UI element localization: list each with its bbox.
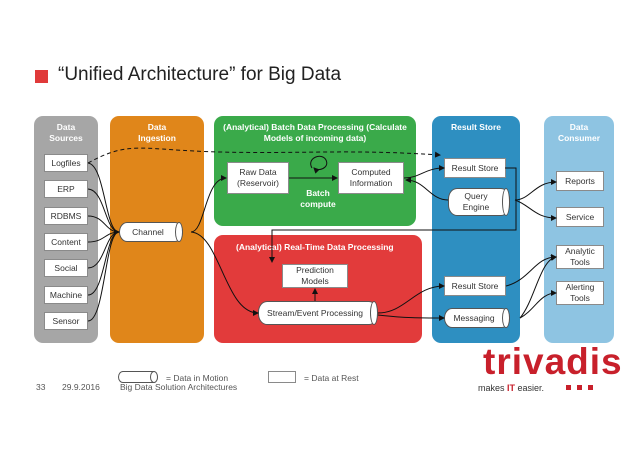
trivadis-logo: trivadis [483, 341, 623, 382]
source-erp: ERP [44, 180, 88, 198]
legend-motion-symbol [118, 371, 158, 383]
consumer-reports: Reports [556, 171, 604, 191]
result-store-title: Result Store [450, 122, 502, 132]
logo-dots [566, 385, 593, 390]
title-bullet [35, 70, 48, 83]
realtime-processing-title: (Analytical) Real-Time Data Processing [236, 242, 394, 252]
channel-label: Channel [132, 226, 164, 237]
result-store-batch-box: Result Store [444, 158, 506, 178]
legend-motion-label: = Data in Motion [166, 373, 229, 383]
batch-processing-title: (Analytical) Batch Data Processing (Calc… [223, 122, 407, 143]
stream-event-processing-cylinder: Stream/Event Processing [258, 301, 378, 325]
slide-title: “Unified Architecture” for Big Data [58, 64, 342, 85]
source-logfiles: Logfiles [44, 154, 88, 172]
batch-processing-panel: (Analytical) Batch Data Processing (Calc… [214, 116, 416, 226]
source-machine: Machine [44, 286, 88, 304]
footer-page-number: 33 [36, 382, 46, 392]
consumer-service: Service [556, 207, 604, 227]
footer-date: 29.9.2016 [62, 382, 100, 392]
channel-cylinder: Channel [119, 222, 183, 242]
source-content: Content [44, 233, 88, 251]
source-social: Social [44, 259, 88, 277]
source-sensor: Sensor [44, 312, 88, 330]
result-store-realtime-box: Result Store [444, 276, 506, 296]
stream-event-processing-label: Stream/Event Processing [267, 307, 363, 318]
query-engine-line1: Query [464, 191, 488, 201]
legend-rest-label: = Data at Rest [304, 373, 359, 383]
query-engine-line2: Engine [462, 202, 490, 212]
source-rdbms: RDBMS [44, 207, 88, 225]
messaging-cylinder: Messaging [444, 308, 510, 328]
logo-tagline: makes IT easier. [478, 383, 545, 393]
realtime-processing-panel: (Analytical) Real-Time Data Processing P… [214, 235, 422, 343]
raw-data-reservoir-box: Raw Data(Reservoir) [227, 162, 289, 194]
messaging-label: Messaging [453, 312, 495, 323]
footer-subtitle: Big Data Solution Architectures [120, 382, 238, 392]
legend-rest-symbol [268, 371, 296, 383]
